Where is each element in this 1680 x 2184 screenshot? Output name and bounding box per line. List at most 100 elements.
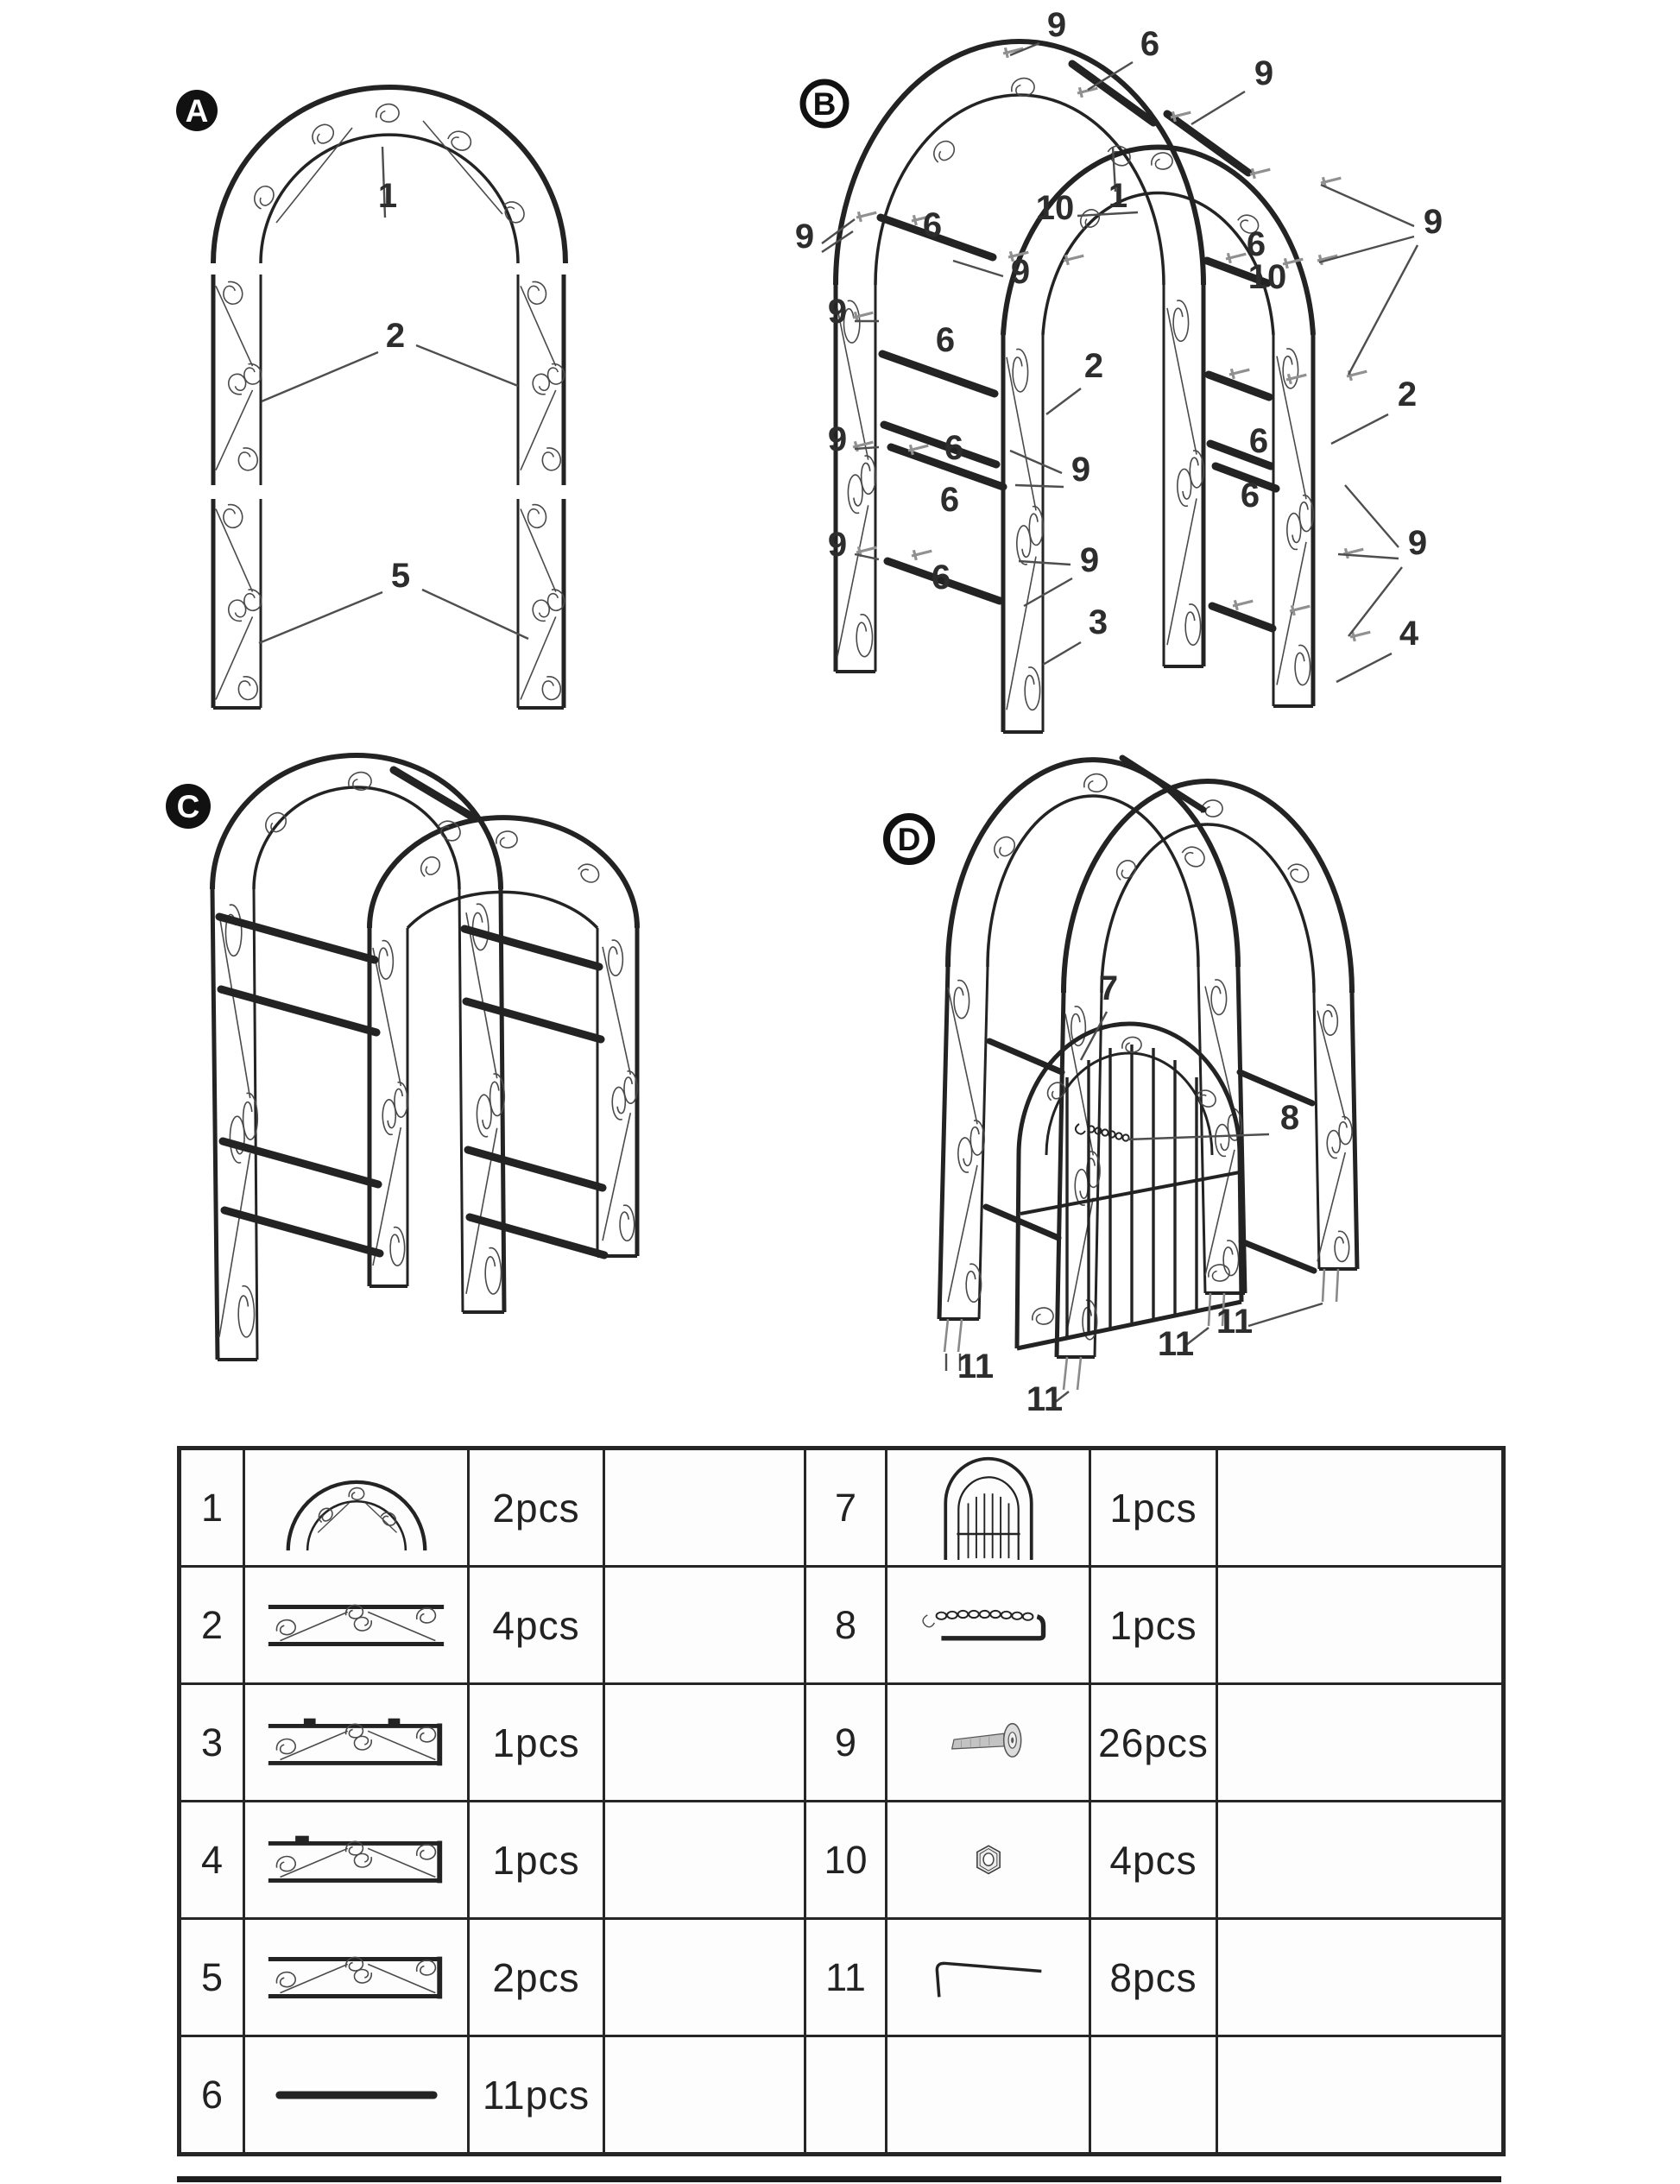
- callout-label: 6: [1140, 25, 1159, 63]
- callout-leader-line: [1247, 1302, 1323, 1328]
- spacer-cell: [1216, 1447, 1505, 1568]
- callout-leader-line: [1018, 559, 1071, 566]
- part-number-cell: 11: [804, 1917, 887, 2037]
- callout-leader-line: [1045, 388, 1082, 415]
- part-icon-cell: [885, 1565, 1091, 1685]
- callout-leader-line: [1320, 183, 1415, 228]
- part-quantity-cell: 11pcs: [467, 2035, 605, 2156]
- callout-leader-line: [1344, 484, 1399, 548]
- part-number-cell: 6: [178, 2035, 245, 2156]
- part-number-cell: 10: [804, 1800, 887, 1920]
- callout-leader-line: [381, 146, 387, 218]
- callout-leader-line: [1042, 641, 1082, 666]
- callout-label: 2: [1084, 347, 1103, 385]
- part-quantity-cell: 2pcs: [467, 1447, 605, 1568]
- diagram-step-c: C: [166, 753, 640, 1361]
- gate-icon: [936, 1453, 1041, 1562]
- callout-label: 11: [1026, 1380, 1063, 1418]
- part-quantity-cell: 1pcs: [467, 1682, 605, 1802]
- callout-label: 9: [1424, 203, 1443, 241]
- callout-label: 7: [1099, 969, 1118, 1007]
- bolt-glyph: [911, 214, 932, 226]
- part-icon-cell: [243, 1565, 470, 1685]
- gate: [1014, 1021, 1244, 1351]
- part-icon-cell: [243, 2035, 470, 2156]
- callout-label: 6: [944, 429, 963, 467]
- part-icon-cell: [885, 1447, 1091, 1568]
- callout-label: 8: [1280, 1099, 1299, 1137]
- spacer-cell: [603, 1565, 806, 1685]
- part-icon-cell: [885, 2035, 1091, 2156]
- callout-leader-line: [821, 230, 854, 253]
- callout-label: 9: [1011, 253, 1030, 291]
- callout-label: 6: [1241, 477, 1260, 514]
- part-icon-cell: [243, 1800, 470, 1920]
- part-number-cell: 9: [804, 1682, 887, 1802]
- front-arch-frame: [210, 753, 507, 1361]
- callout-leader-line: [1014, 483, 1064, 489]
- callout-leader-line: [1127, 1133, 1270, 1141]
- part-quantity-cell: 1pcs: [1089, 1447, 1218, 1568]
- bolt-glyph-layer: [852, 47, 1371, 642]
- page-bottom-edge: [177, 2176, 1501, 2182]
- front-arch-frame: [937, 757, 1247, 1321]
- part-icon-cell: [243, 1682, 470, 1802]
- part-quantity-cell: 1pcs: [467, 1800, 605, 1920]
- svg-text:C: C: [177, 789, 200, 824]
- callout-leader-line: [1087, 60, 1134, 92]
- callout-label: 9: [795, 218, 814, 256]
- bolt-glyph: [1317, 254, 1338, 266]
- step-d-badge: D: [883, 813, 935, 865]
- callout-layer: 7 8 11 11 11 11: [944, 969, 1323, 1418]
- parts-table-row: 6 11pcs: [178, 2035, 1505, 2156]
- spacer-cell: [1216, 1682, 1505, 1802]
- callout-leader-line: [1185, 1327, 1209, 1346]
- spacer-cell: [1216, 2035, 1505, 2156]
- callout-label: 2: [386, 317, 405, 355]
- spacer-cell: [1216, 1917, 1505, 2037]
- scroll-panel-icon: [263, 1598, 449, 1653]
- part-quantity-cell: [1089, 2035, 1218, 2156]
- callout-label: 9: [1080, 541, 1099, 579]
- callout-label: 11: [1216, 1303, 1253, 1341]
- callout-leader-line: [1009, 449, 1063, 475]
- callout-label: 11: [957, 1348, 994, 1386]
- bolt-glyph: [1170, 110, 1191, 123]
- bolt-glyph: [911, 549, 932, 561]
- callout-leader-line: [258, 590, 383, 645]
- spacer-cell: [1216, 1800, 1505, 1920]
- callout-label: 11: [1158, 1325, 1194, 1363]
- callout-label: 6: [932, 559, 951, 596]
- bolt-glyph: [1349, 630, 1371, 642]
- arch-icon: [275, 1460, 439, 1556]
- bolt-glyph: [1249, 167, 1271, 180]
- callout-leader-line: [1336, 652, 1393, 684]
- callout-leader-line: [1318, 235, 1415, 264]
- spacer-cell: [603, 2035, 806, 2156]
- scroll-panel-two-pegs-icon: [263, 1715, 449, 1771]
- part-quantity-cell: 4pcs: [467, 1565, 605, 1685]
- part-quantity-cell: 8pcs: [1089, 1917, 1218, 2037]
- callout-label: 5: [391, 557, 410, 595]
- callout-leader-line: [854, 445, 880, 451]
- diagram-step-b: B: [795, 6, 1443, 734]
- callout-label: 9: [1071, 451, 1090, 489]
- part-number-cell: 5: [178, 1917, 245, 2037]
- callout-label: 6: [923, 206, 942, 244]
- bolt-glyph: [856, 211, 877, 223]
- callout-label: 6: [1247, 225, 1266, 263]
- callout-label: 9: [1408, 524, 1427, 562]
- crossbars-exploded: [876, 60, 1280, 633]
- front-arch-frame: [833, 39, 1206, 673]
- hex-nut-icon: [969, 1839, 1008, 1882]
- bolt-glyph: [1063, 254, 1084, 266]
- part-icon-cell: [885, 1682, 1091, 1802]
- part-number-cell: 2: [178, 1565, 245, 1685]
- callout-leader-line: [1079, 1011, 1108, 1061]
